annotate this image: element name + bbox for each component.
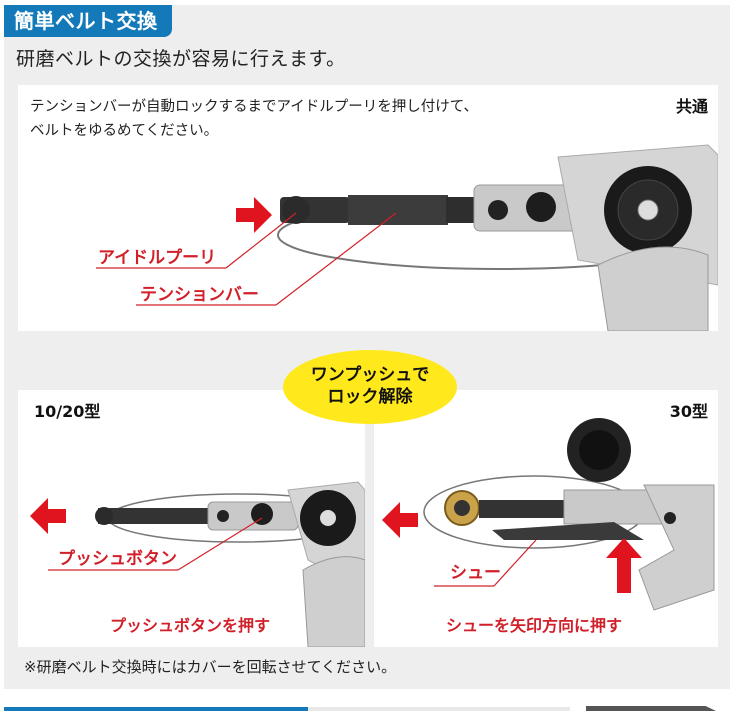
shoe-caption: シューを矢印方向に押す <box>446 616 623 635</box>
cover-rotation-note: ※研磨ベルト交換時にはカバーを回転させてください。 <box>24 658 397 676</box>
footer-tab-active <box>4 707 308 711</box>
one-push-release-badge: ワンプッシュで ロック解除 <box>283 350 457 424</box>
cover <box>597 246 709 331</box>
section-subtitle: 研磨ベルトの交換が容易に行えます。 <box>16 48 346 70</box>
model-30-panel: 30型 シュー シューを矢印方向に押す <box>374 390 718 647</box>
model-10-20-illustration <box>30 481 365 647</box>
instruction-line-2: ベルトをゆるめてください。 <box>30 123 219 139</box>
tension-bar <box>348 195 448 225</box>
idle-pulley <box>282 196 310 224</box>
footer-tab-inactive <box>308 707 570 711</box>
pull-arrow-left-icon <box>382 502 418 538</box>
common-instruction-panel: テンションバーが自動ロックするまでアイドルプーリを押し付けて、 ベルトをゆるめて… <box>18 85 718 331</box>
model-30-illustration <box>382 418 715 611</box>
shoe <box>492 522 644 540</box>
instruction-line-1: テンションバーが自動ロックするまでアイドルプーリを押し付けて、 <box>30 99 479 115</box>
model-tag: 30型 <box>669 402 708 421</box>
badge-line-2: ロック解除 <box>327 387 413 407</box>
common-tag: 共通 <box>675 97 708 116</box>
tension-bar-label: テンションバー <box>140 285 259 305</box>
push-button <box>251 503 273 525</box>
pull-arrow-left-icon <box>30 498 66 534</box>
push-arrow-right-icon <box>236 197 272 233</box>
footer-dark-tab <box>586 706 716 711</box>
section-title: 簡単ベルト交換 <box>4 5 172 37</box>
model-10-20-panel: 10/20型 プッシュボタン プッシュボタンを押す <box>18 390 365 647</box>
instruction-text: テンションバーが自動ロックするまでアイドルプーリを押し付けて、 ベルトをゆるめて… <box>30 95 478 143</box>
badge-line-1: ワンプッシュで <box>310 365 430 385</box>
push-button-label: プッシュボタン <box>58 549 177 569</box>
idle-pulley-label: アイドルプーリ <box>98 248 217 268</box>
cover <box>638 484 715 611</box>
model-tag: 10/20型 <box>34 402 101 421</box>
push-arrow-up-icon <box>606 538 642 593</box>
belt-sander-illustration <box>96 144 718 331</box>
push-button-caption: プッシュボタンを押す <box>110 616 271 635</box>
shoe-label: シュー <box>450 563 501 583</box>
push-button <box>526 192 556 222</box>
